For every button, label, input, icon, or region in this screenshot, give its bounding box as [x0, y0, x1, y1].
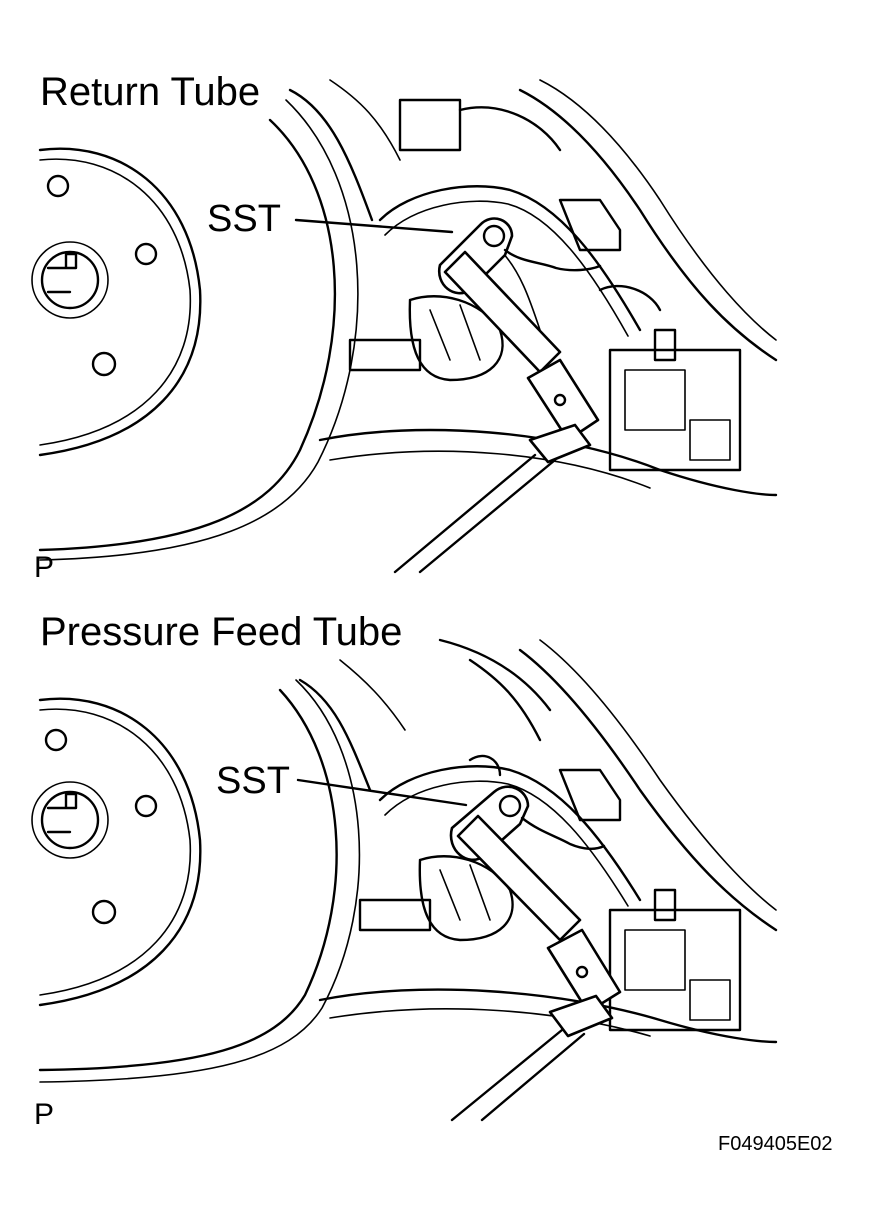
vehicle-structure — [288, 79, 778, 497]
corner-mark: P — [34, 551, 55, 584]
brake-rotor — [38, 679, 361, 1083]
pressure-feed-tube-panel: Pressure Feed Tube SST P — [0, 600, 876, 1160]
return-tube-panel: Return Tube SST P — [0, 0, 876, 600]
vehicle-structure — [298, 638, 778, 1044]
brake-rotor — [38, 99, 359, 561]
panel-title: Return Tube — [40, 70, 261, 114]
wheel-hub — [31, 147, 202, 457]
panel-title: Pressure Feed Tube — [40, 610, 403, 654]
sst-wrench — [449, 785, 622, 1122]
sst-leader-line — [296, 778, 468, 807]
sst-callout-label: SST — [207, 198, 281, 240]
sst-leader-line — [294, 218, 454, 234]
pressure-feed-tube-illustration — [31, 638, 778, 1122]
sst-callout-label: SST — [216, 760, 290, 802]
corner-mark: P — [34, 1098, 55, 1131]
wheel-hub — [31, 697, 202, 1007]
sst-wrench — [393, 217, 602, 574]
figure-code: F049405E02 — [718, 1133, 833, 1155]
return-tube-illustration — [31, 79, 778, 574]
